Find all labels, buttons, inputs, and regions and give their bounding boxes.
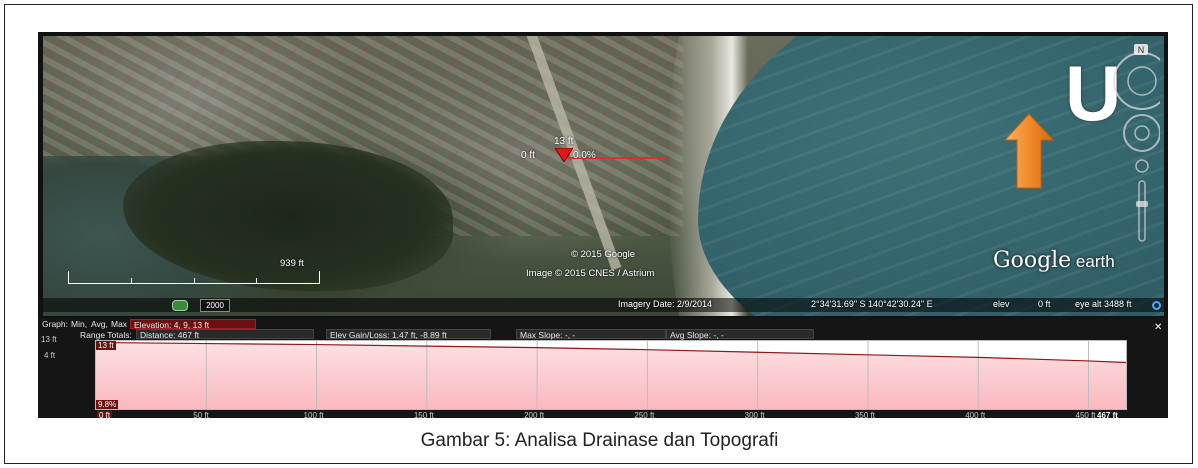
eye-altitude: eye alt 3488 ft [1075,299,1132,309]
profile-path-line [565,157,665,159]
distance-value: Distance: 467 ft [140,330,200,340]
imagery-date: Imagery Date: 2/9/2014 [618,299,713,309]
mangrove-forest [123,141,453,291]
max-slope-box: Max Slope: -, - [516,329,666,340]
y-axis-label-top: 13 ft [41,335,57,344]
elevation-area [96,342,1126,409]
figure-frame: 13 ft 0 ft 0.0% 939 ft © 2015 Google Ima… [4,4,1193,464]
navigation-controls[interactable]: N [1100,41,1160,246]
graph-max-option[interactable]: Max [111,319,128,329]
copyright-google: © 2015 Google [571,249,636,260]
x-axis-tick-label: 467 ft [1097,411,1118,418]
scale-label: 939 ft [280,258,304,269]
google-earth-logo: Google earth [993,248,1115,273]
elevation-tag-top: 13 ft [96,341,116,350]
coordinates: 2°34'31.69" S 140°42'30.24" E [811,299,933,309]
figure-caption: Gambar 5: Analisa Drainase dan Topografi [420,430,779,451]
x-axis-tick-label: 350 ft [854,411,875,418]
y-axis-label-mid: 4 ft [44,351,56,360]
status-bar: Imagery Date: 2/9/2014 2°34'31.69" S 140… [43,298,1164,312]
x-axis-tick-label: 450 ft [1075,411,1096,418]
copyright-cnes: Image © 2015 CNES / Astrium [526,268,655,279]
year-box[interactable]: 2000 [200,299,230,312]
elevation-summary: Elevation: 4, 9, 13 ft [134,320,210,330]
elevation-profile-chart[interactable] [95,340,1127,410]
elev-label: elev [993,299,1010,309]
marker-distance: 0 ft [521,150,535,161]
elev-value: 0 ft [1038,299,1051,309]
satellite-map-view[interactable]: 13 ft 0 ft 0.0% 939 ft © 2015 Google Ima… [43,36,1164,316]
x-axis-tick-label: 100 ft [303,411,324,418]
elevation-summary-box[interactable]: Elevation: 4, 9, 13 ft [130,319,256,330]
sea-area [698,36,1164,316]
max-slope-value: Max Slope: -, - [520,330,576,340]
range-totals-label: Range Totals: [80,330,132,340]
elevation-chart-svg [96,341,1126,409]
x-axis-tick-label: 150 ft [413,411,434,418]
x-axis-tick-label: 300 ft [744,411,765,418]
avg-slope-value: Avg Slope: -, - [670,330,724,340]
north-arrow-icon [1003,113,1055,189]
google-earth-window: 13 ft 0 ft 0.0% 939 ft © 2015 Google Ima… [38,32,1168,418]
close-icon[interactable]: ✕ [1154,322,1163,333]
north-letter: U [1065,49,1122,137]
slope-tag-bottom: 9.8% [96,400,119,409]
svg-text:N: N [1138,45,1145,55]
avg-slope-box: Avg Slope: -, - [666,329,814,340]
x-axis-tick-label: 0 ft [97,411,113,418]
x-axis-tick-label: 250 ft [634,411,655,418]
scale-bar [68,271,320,284]
elevation-line [96,341,1126,364]
distance-box: Distance: 467 ft [136,329,314,340]
elev-gain-loss-value: Elev Gain/Loss: 1.47 ft, -8.89 ft [330,330,447,340]
position-marker-icon [555,148,573,162]
elev-gain-loss-box: Elev Gain/Loss: 1.47 ft, -8.89 ft [326,329,491,340]
x-axis-tick-label: 50 ft [193,411,209,418]
elevation-profile-panel: Graph: Min, Avg, Max Elevation: 4, 9, 13… [38,318,1168,418]
x-axis-tick-label: 200 ft [524,411,545,418]
marker-grade: 0.0% [573,150,596,161]
historical-imagery-icon[interactable] [172,300,188,311]
graph-min-option[interactable]: Min, [71,319,88,329]
marker-elevation: 13 ft [554,136,574,147]
graph-menu-label: Graph: [42,319,68,329]
streaming-status-icon [1152,301,1161,310]
graph-avg-option[interactable]: Avg, [91,319,108,329]
x-axis-tick-label: 400 ft [965,411,986,418]
